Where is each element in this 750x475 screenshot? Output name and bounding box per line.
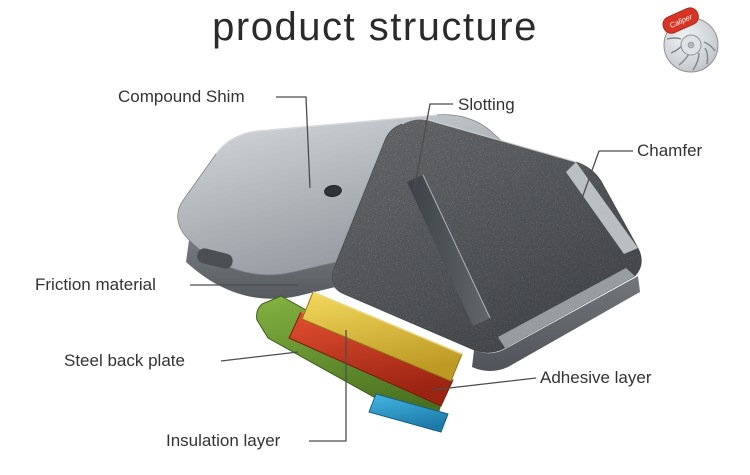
hub-center	[687, 41, 695, 49]
leader-line-slotting	[413, 103, 453, 191]
back-plate-edge-highlight	[215, 114, 438, 155]
friction-material-texture	[331, 119, 642, 353]
leader-line-steel-back-plate	[220, 351, 299, 362]
callout-compound-shim: Compound Shim	[118, 87, 245, 106]
chamfer-bevel-bottom	[498, 268, 635, 348]
leader-line-adhesive-layer	[431, 377, 537, 391]
wear-indicator-clip	[197, 248, 233, 269]
callout-slotting: Slotting	[458, 95, 515, 114]
slot-groove	[407, 175, 490, 326]
caliper-badge: Caliper	[662, 7, 699, 34]
yellow-layer-highlight	[312, 291, 463, 355]
exploded-layers	[256, 291, 463, 433]
front-brake-pad	[331, 118, 642, 353]
chamfer-bevel-right	[566, 162, 638, 254]
page-title: product structure	[212, 5, 538, 49]
callout-chamfer: Chamfer	[637, 141, 703, 160]
callout-steel-back-plate: Steel back plate	[64, 351, 185, 370]
slot-edge-highlight	[422, 174, 491, 319]
rivet-hole	[324, 185, 342, 197]
leader-line-chamfer	[579, 150, 633, 205]
leader-lines	[190, 96, 633, 442]
insulation-layer-blue	[368, 393, 449, 433]
callout-friction-material: Friction material	[35, 275, 156, 294]
callout-adhesive-layer: Adhesive layer	[540, 368, 652, 387]
friction-block-side	[472, 276, 640, 371]
leader-line-insulation-layer	[309, 330, 347, 442]
callout-insulation-layer: Insulation layer	[166, 431, 281, 450]
friction-top-edge-highlight	[401, 118, 577, 163]
leader-line-compound-shim	[276, 96, 311, 189]
brake-disc-logo: Caliper	[662, 7, 719, 73]
